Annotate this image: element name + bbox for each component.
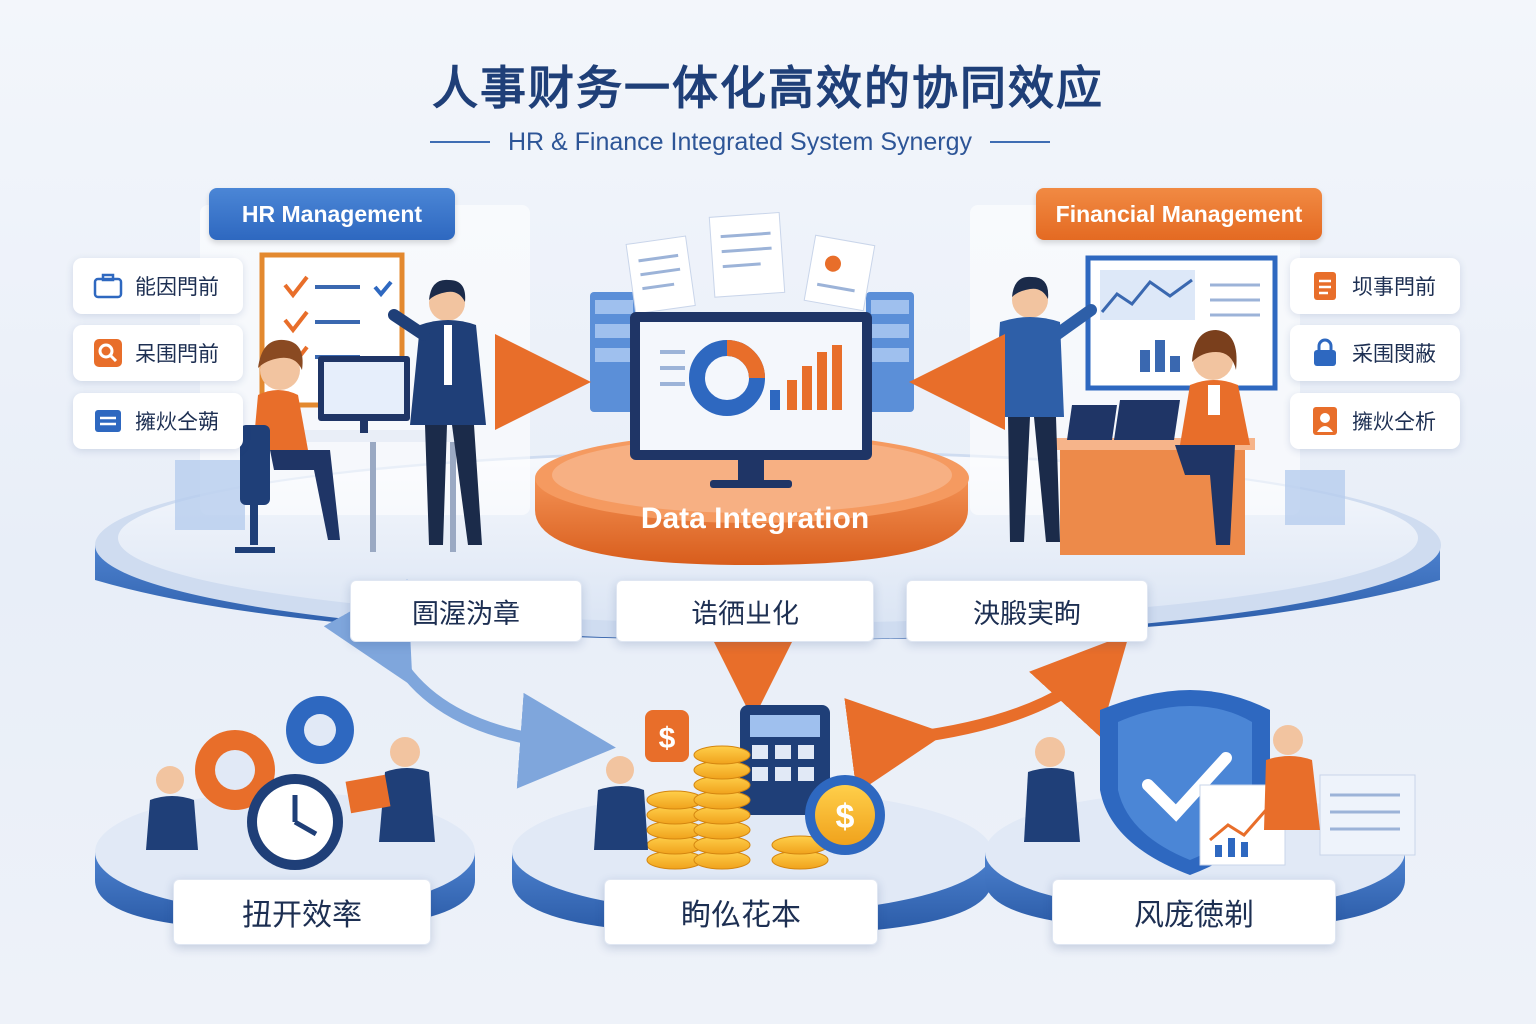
- benefit-risk: 风庞徳剃: [1052, 879, 1336, 945]
- search-icon: [93, 338, 123, 368]
- hr-scene: [235, 252, 486, 553]
- finance-card-label: 采围閔蔽: [1352, 342, 1436, 366]
- finance-card-2: 采围閔蔽: [1290, 325, 1460, 381]
- hr-management-label: HR Management: [209, 188, 455, 240]
- finance-card-1: 坝事閂前: [1290, 258, 1460, 314]
- id-card-icon: [93, 406, 123, 436]
- hr-card-label: 擁炏仝蒴: [135, 410, 219, 434]
- finance-card-3: 擁炏仝析: [1290, 393, 1460, 449]
- subtitle-line-right: [990, 141, 1051, 143]
- page-subtitle: HR & Finance Integrated System Synergy: [507, 127, 973, 156]
- user-icon: [1310, 406, 1340, 436]
- finance-card-label: 擁炏仝析: [1352, 410, 1436, 434]
- finance-scene: [994, 255, 1278, 555]
- curved-arrow-left: [323, 579, 616, 789]
- document-icon: [1310, 271, 1340, 301]
- hr-card-2: 呆围閂前: [73, 325, 243, 381]
- svg-text:$: $: [836, 798, 855, 836]
- benefit-efficiency: 扭开效率: [173, 879, 431, 945]
- svg-text:$: $: [659, 722, 676, 755]
- hr-card-3: 擁炏仝蒴: [73, 393, 243, 449]
- subtitle-row: HR & Finance Integrated System Synergy: [385, 124, 1095, 160]
- finance-card-label: 坝事閂前: [1352, 275, 1436, 299]
- page-title: 人事财务一体化高效的协同效应: [432, 61, 1104, 115]
- feature-3: 泱腶実眗: [906, 580, 1148, 642]
- cost-scene: $ $: [594, 705, 885, 870]
- efficiency-scene: [146, 696, 435, 870]
- subtitle-line-left: [429, 141, 490, 143]
- curved-arrow-right: [844, 633, 1130, 794]
- risk-scene: [1024, 690, 1416, 875]
- financial-management-label: Financial Management: [1036, 188, 1322, 240]
- feature-1: 圄渥沩章: [350, 580, 582, 642]
- briefcase-icon: [93, 271, 123, 301]
- lock-icon: [1310, 338, 1340, 368]
- hr-card-label: 呆围閂前: [135, 342, 219, 366]
- hr-card-1: 能因閂前: [73, 258, 243, 314]
- data-integration-hub: [535, 211, 969, 565]
- benefit-cost: 眗仫花本: [604, 879, 878, 945]
- hr-card-label: 能因閂前: [135, 275, 219, 299]
- data-integration-label: Data Integration: [640, 502, 870, 535]
- feature-2: 诰徆ㄓ化: [616, 580, 874, 642]
